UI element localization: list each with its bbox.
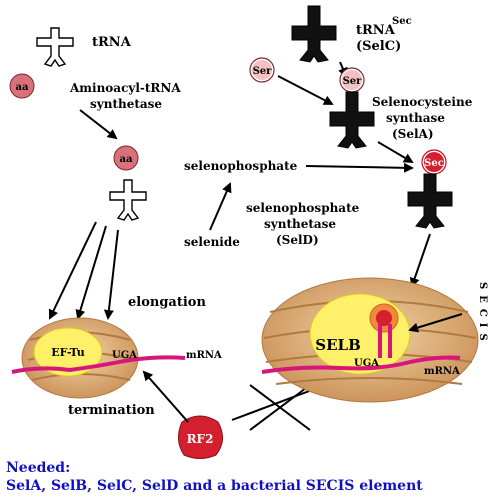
charged-trna-icon [109,179,147,221]
mrna-label-right: mRNA [424,366,460,377]
secis-hairpin [369,303,399,358]
ser-label-bound: Ser [343,76,363,87]
termination-label: termination [68,403,155,418]
ser-circle-icon: Ser [249,57,275,83]
arrow-to-eftu-1 [48,221,97,320]
rf2-factor: RF2 [178,415,223,459]
rf2-label: RF2 [187,432,214,446]
sela-label-line3: (SelA) [392,127,434,141]
arrow-to-eftu-2 [75,225,107,320]
selenide-label: selenide [184,235,240,249]
mrna-label-left: mRNA [186,350,222,361]
selc-label: (SelC) [356,39,401,54]
sela-label-line1: Selenocysteine [372,95,473,109]
sec-circle-icon: Sec [421,149,447,175]
selenophosphate-label: selenophosphate [184,159,298,173]
aa-circle-icon: aa [113,145,139,171]
secis-label: SECIS [477,282,488,347]
needed-heading: Needed: [6,460,70,476]
arrow-selenophosphate [305,162,414,173]
arrow-to-eftu-3 [103,229,119,320]
ser-circle-icon: Ser [339,67,365,93]
trna-sec-label: tRNA [356,23,396,38]
eftu-factor: EF-Tu [33,327,103,377]
trna-icon [36,27,74,67]
arrow-rf2-to-uga [142,370,189,423]
arrow-secis [408,313,463,333]
trna-label: tRNA [92,35,132,50]
mrna-strand-left [11,355,186,374]
aa-circle-icon: aa [9,73,35,99]
aa-synthetase-label-line1: Aminoacyl-tRNA [69,81,181,95]
arrow-to-sec-trna [377,141,414,164]
aa-synthetase-label-line2: synthetase [90,97,162,111]
arrow-ser-to-synthase [277,75,334,105]
uga-label-right: UGA [354,358,379,369]
ser-label: Ser [253,66,273,77]
seld-label-line1: selenophosphate [246,201,360,215]
ser-trna-icon [329,91,375,149]
aa-label: aa [16,82,29,93]
sec-label: Sec [424,158,444,169]
needed-list: SelA, SelB, SelC, SelD and a bacterial S… [6,478,423,494]
elongation-label: elongation [128,295,206,310]
mrna-strand-right [261,355,461,374]
uga-label-left: UGA [112,350,137,361]
aa-label-charged: aa [120,154,133,165]
arrow-selenide-up [209,182,232,231]
trna-sec-superscript: Sec [392,16,412,27]
selb-label: SELB [315,336,361,354]
seld-label-line3: (SelD) [276,233,319,247]
sec-trna-icon [407,173,453,229]
block-cross-line-2 [249,384,311,431]
arrow-to-charged-trna [79,109,118,140]
seld-label-line2: synthetase [264,217,336,231]
arrow-to-selb [409,233,431,288]
trna-sec-icon [291,5,337,63]
sela-label-line2: synthase [386,111,445,125]
eftu-label: EF-Tu [51,346,85,359]
